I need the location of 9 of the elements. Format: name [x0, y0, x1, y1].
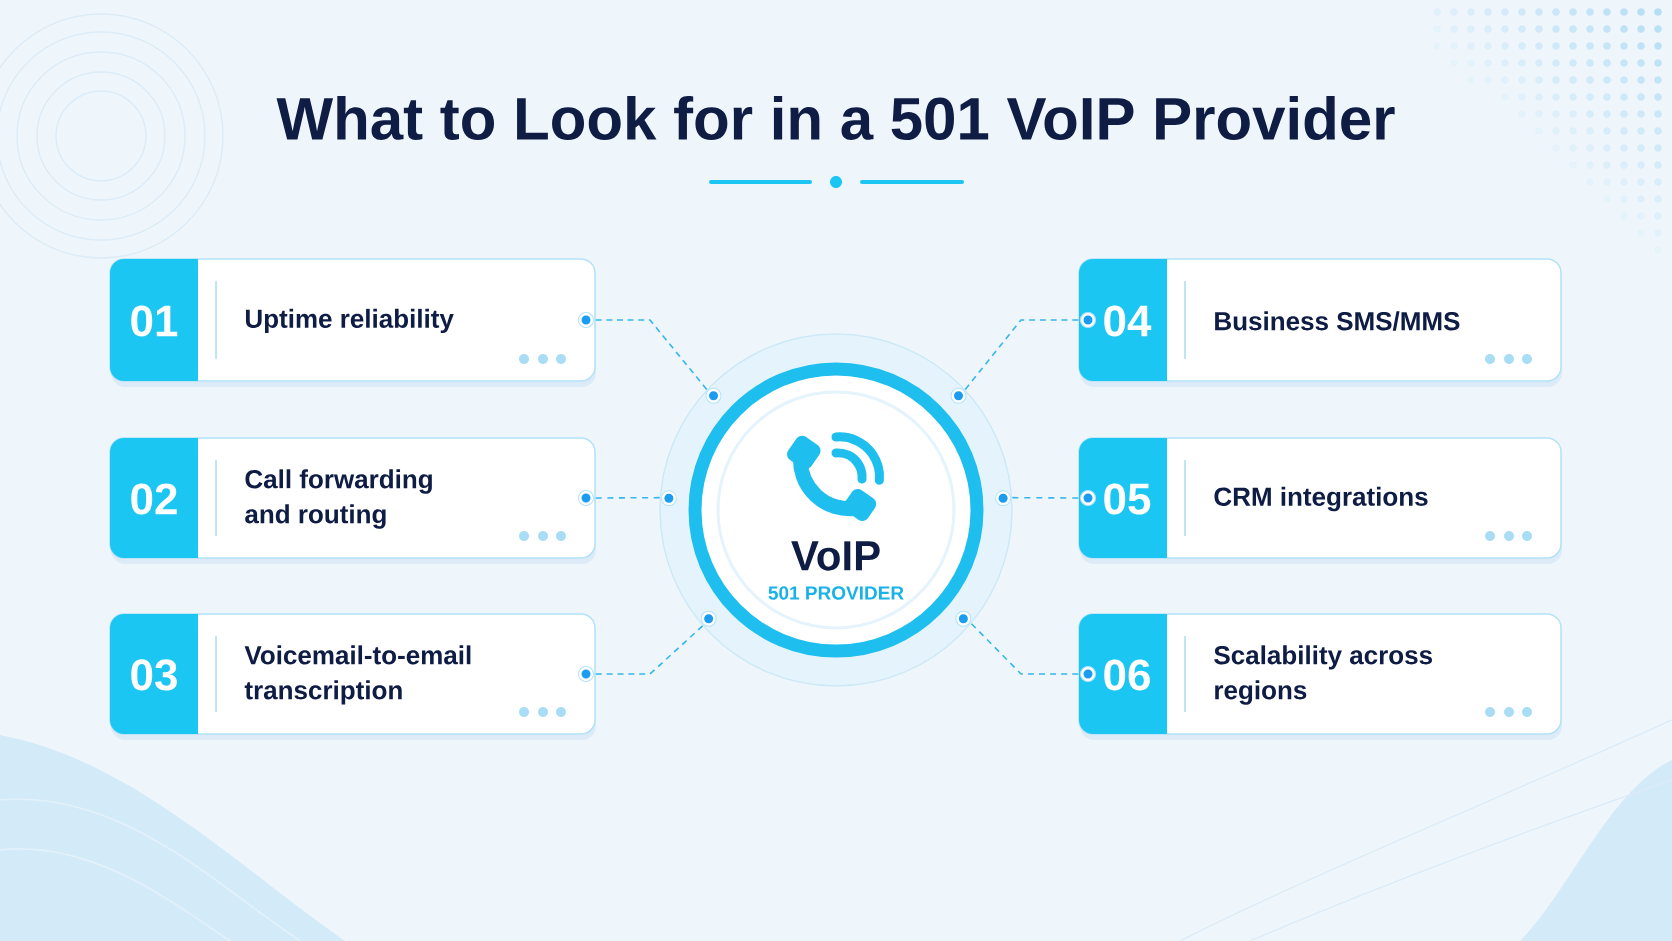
connector	[594, 496, 661, 499]
connector	[1011, 496, 1080, 499]
hub-sublabel: 501 PROVIDER	[768, 586, 904, 600]
title: What to Look for in a 501 VoIP Provider	[276, 95, 1395, 141]
connector	[964, 319, 1080, 391]
connector	[594, 625, 704, 675]
connector	[970, 622, 1080, 675]
hub-label: VoIP	[791, 541, 880, 571]
connector	[594, 319, 708, 391]
